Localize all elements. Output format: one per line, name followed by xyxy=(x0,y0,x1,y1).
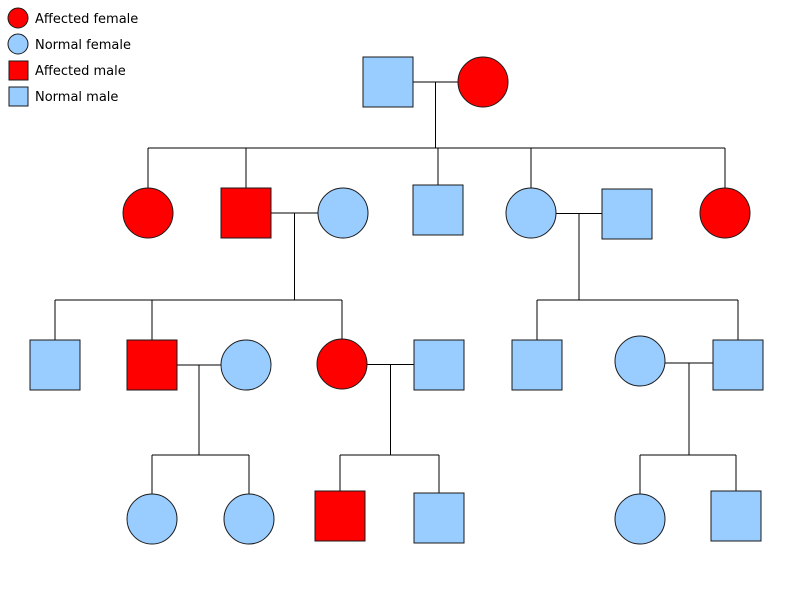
individual-g2-daughter-3 xyxy=(699,187,751,239)
individual-g2-son-2 xyxy=(412,184,464,236)
legend-item-normal-male: Normal male xyxy=(8,86,118,107)
individual-g4-daughter-2 xyxy=(223,493,275,545)
individual-g2-son-1 xyxy=(220,187,272,239)
legend-label-affected-male: Affected male xyxy=(35,64,126,79)
affected-female-icon xyxy=(7,7,29,29)
individual-g1-mother xyxy=(457,56,509,108)
individual-g3-son-2-wife xyxy=(220,339,272,391)
legend: Affected female Normal female Affected m… xyxy=(7,7,138,107)
individual-g3-son-4 xyxy=(712,339,764,391)
normal-male-icon xyxy=(8,86,29,107)
legend-item-affected-female: Affected female xyxy=(7,7,138,29)
individual-g2-daughter-1 xyxy=(122,187,174,239)
individual-g3-daughter-1-husband xyxy=(413,339,465,391)
legend-label-normal-male: Normal male xyxy=(35,90,118,105)
individual-g3-son-2 xyxy=(126,339,178,391)
individual-g3-son-1 xyxy=(29,339,81,391)
pedigree-lines xyxy=(54,81,739,494)
individual-g4-son-2 xyxy=(413,492,465,544)
individual-g4-daughter-3 xyxy=(614,493,666,545)
individual-g4-daughter-1 xyxy=(126,493,178,545)
individual-g3-son-4-wife xyxy=(614,335,666,387)
legend-label-normal-female: Normal female xyxy=(35,38,131,53)
individual-g2-daughter-2 xyxy=(505,187,557,239)
individual-g3-daughter-1 xyxy=(316,338,368,390)
individual-g4-son-3 xyxy=(710,490,762,542)
individual-g2-son-1-wife xyxy=(317,187,369,239)
pedigree-individuals xyxy=(29,56,764,545)
individual-g2-daughter-2-husband xyxy=(601,188,653,240)
legend-item-affected-male: Affected male xyxy=(8,60,126,81)
individual-g3-son-3 xyxy=(511,339,563,391)
individual-g1-father xyxy=(362,56,414,108)
legend-item-normal-female: Normal female xyxy=(7,33,131,55)
individual-g4-son-1 xyxy=(314,490,366,542)
legend-label-affected-female: Affected female xyxy=(35,12,138,27)
normal-female-icon xyxy=(7,33,29,55)
affected-male-icon xyxy=(8,60,29,81)
